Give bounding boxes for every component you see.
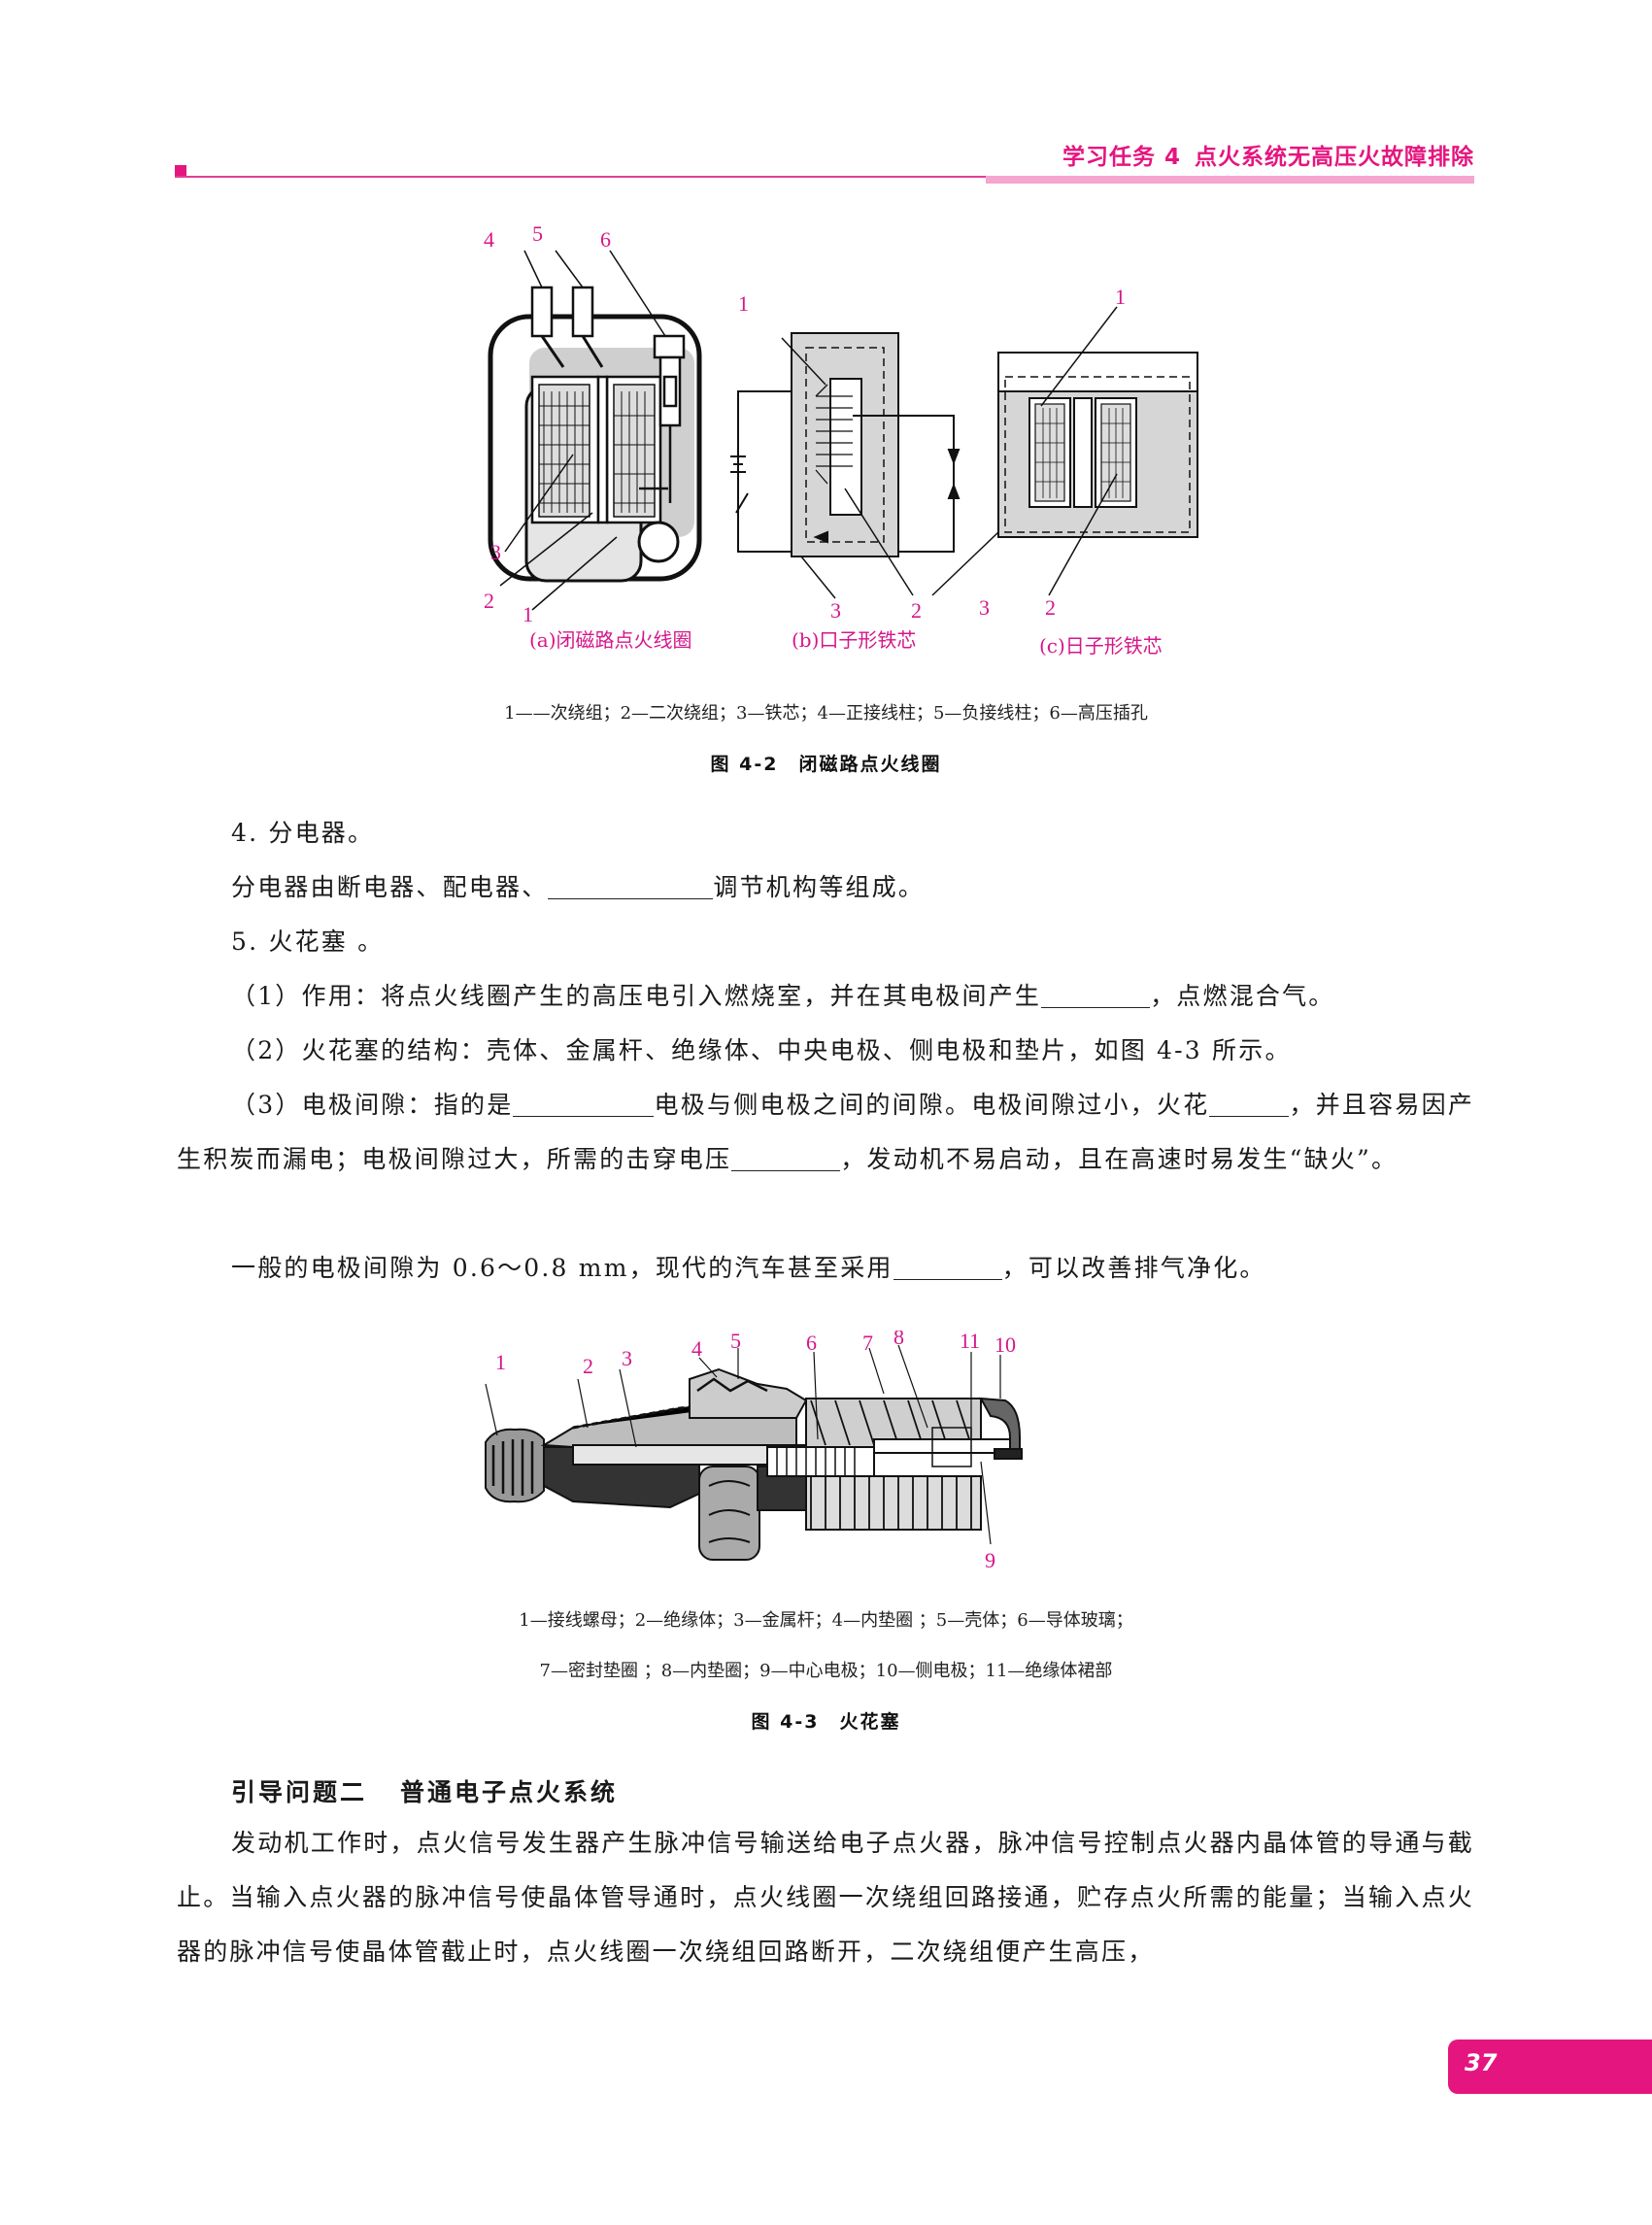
para-structure-text: （2）火花塞的结构：壳体、金属杆、绝缘体、中央电极、侧电极和垫片，如图 4-3 … [231, 1036, 1292, 1064]
label-b-3: 3 [830, 598, 841, 623]
plug-label-5: 5 [730, 1331, 741, 1353]
para-structure: （2）火花塞的结构：壳体、金属杆、绝缘体、中央电极、侧电极和垫片，如图 4-3 … [177, 1024, 1474, 1078]
para-gap: （3）电极间隙：指的是 电极与侧电极之间的间隙。电极间隙过小，火花，并且容易因产生… [177, 1078, 1474, 1187]
plug-label-8: 8 [893, 1331, 904, 1349]
plug-label-10: 10 [995, 1332, 1016, 1357]
guide-paragraph: 发动机工作时，点火信号发生器产生脉冲信号输送给电子点火器，脉冲信号控制点火器内晶… [177, 1829, 1474, 1966]
plug-label-9: 9 [985, 1548, 995, 1572]
label-a-2: 2 [484, 589, 494, 613]
figure-ignition-coil: 4 5 6 3 2 1 1 3 2 [484, 221, 1198, 657]
coil-diagram-b [730, 332, 961, 599]
para-gap-c: ，并且容易因产生积炭而漏电；电极间隙过大，所需的击穿电压 [177, 1091, 1475, 1173]
label-a-1: 1 [523, 602, 533, 626]
para-gap-a: （3）电极间隙：指的是 [231, 1091, 514, 1119]
plug-label-1: 1 [495, 1350, 506, 1374]
header-bar [986, 176, 1474, 184]
label-b-1: 1 [738, 291, 749, 316]
para-gap-b: 电极与侧电极之间的间隙。电极间隙过小，火花 [654, 1091, 1210, 1119]
fill-blank-3[interactable] [513, 1093, 655, 1117]
guide-title: 普通电子点火系统 [400, 1778, 619, 1806]
para-distributor-parts-a: 分电器由断电器、配电器、 [231, 873, 549, 901]
para-gap-d: ，发动机不易启动，且在高速时易发生“缺火”。 [840, 1145, 1399, 1173]
para-spark-plug-text: 5. 火花塞 。 [231, 927, 385, 956]
page-number-tab [1448, 2040, 1652, 2094]
para-function: （1）作用：将点火线圈产生的高压电引入燃烧室，并在其电极间产生 ，点燃混合气。 [177, 969, 1474, 1024]
label-c-3: 3 [979, 595, 990, 620]
header-title: 点火系统无高压火故障排除 [1195, 145, 1474, 170]
header-task: 学习任务 4 [1062, 145, 1181, 170]
plug-label-7: 7 [862, 1331, 873, 1355]
plug-label-2: 2 [583, 1354, 593, 1378]
fill-blank-5[interactable] [731, 1147, 841, 1171]
running-header: 学习任务 4 点火系统无高压火故障排除 [1062, 138, 1474, 171]
figure1-legend: 1——次绕组；2—二次绕组；3—铁芯；4—正接线柱；5—负接线柱；6—高压插孔 [504, 703, 1148, 724]
label-b-2: 2 [911, 598, 922, 623]
subcaption-a: (a)闭磁路点火线圈 [529, 628, 692, 652]
header-marker [175, 165, 186, 177]
plug-label-4: 4 [691, 1336, 702, 1361]
coil-diagram-a [488, 250, 702, 611]
plug-label-11: 11 [960, 1331, 980, 1353]
para-distributor: 4. 分电器。 [177, 806, 1474, 860]
para-gap-range-b: ，可以改善排气净化。 [1001, 1254, 1266, 1282]
spark-plug-leaders [485, 1344, 1001, 1545]
plug-label-6: 6 [806, 1331, 817, 1355]
subcaption-c: (c)日子形铁芯 [1039, 634, 1163, 657]
label-c-2: 2 [1045, 595, 1056, 620]
para-distributor-text: 4. 分电器。 [231, 819, 375, 847]
figure2-legend-line2: 7—密封垫圈 ；8—内垫圈；9—中心电极；10—侧电极；11—绝缘体裙部 [539, 1661, 1113, 1681]
figure2-title: 图 4-3 火花塞 [751, 1711, 901, 1733]
spark-plug-drawing [485, 1367, 1023, 1561]
guide-number: 引导问题二 [231, 1778, 368, 1806]
plug-label-3: 3 [622, 1346, 632, 1370]
para-gap-range-a: 一般的电极间隙为 0.6～0.8 mm，现代的汽车甚至采用 [231, 1254, 893, 1282]
fill-blank-2[interactable] [1041, 984, 1151, 1008]
subcaption-b: (b)口子形铁芯 [792, 628, 916, 652]
fill-blank-1[interactable] [548, 875, 714, 899]
label-a-6: 6 [600, 227, 611, 252]
para-function-a: （1）作用：将点火线圈产生的高压电引入燃烧室，并在其电极间产生 [231, 982, 1042, 1010]
figure1-title: 图 4-2 闭磁路点火线圈 [710, 754, 942, 775]
fill-blank-6[interactable] [893, 1256, 1002, 1280]
label-a-4: 4 [484, 227, 494, 252]
para-distributor-parts-b: 调节机构等组成。 [713, 873, 926, 901]
label-c-1: 1 [1115, 285, 1126, 309]
page-number: 37 [1465, 2049, 1498, 2076]
header-rule [175, 176, 1474, 178]
fill-blank-4[interactable] [1209, 1093, 1290, 1117]
figure2-legend-line1: 1—接线螺母；2—绝缘体；3—金属杆；4—内垫圈 ；5—壳体；6—导体玻璃； [519, 1610, 1133, 1631]
coil-diagram-c [931, 306, 1198, 596]
para-distributor-parts: 分电器由断电器、配电器、 调节机构等组成。 [177, 860, 1474, 915]
guide-heading: 引导问题二 普通电子点火系统 [231, 1773, 618, 1808]
label-a-3: 3 [490, 540, 501, 564]
para-gap-range: 一般的电极间隙为 0.6～0.8 mm，现代的汽车甚至采用 ，可以改善排气净化。 [177, 1241, 1474, 1296]
para-function-b: ，点燃混合气。 [1150, 982, 1335, 1010]
label-a-5: 5 [532, 221, 543, 246]
figure-spark-plug: 1 2 3 4 5 6 7 8 11 10 9 [485, 1331, 1023, 1572]
para-spark-plug: 5. 火花塞 。 [177, 915, 1474, 969]
